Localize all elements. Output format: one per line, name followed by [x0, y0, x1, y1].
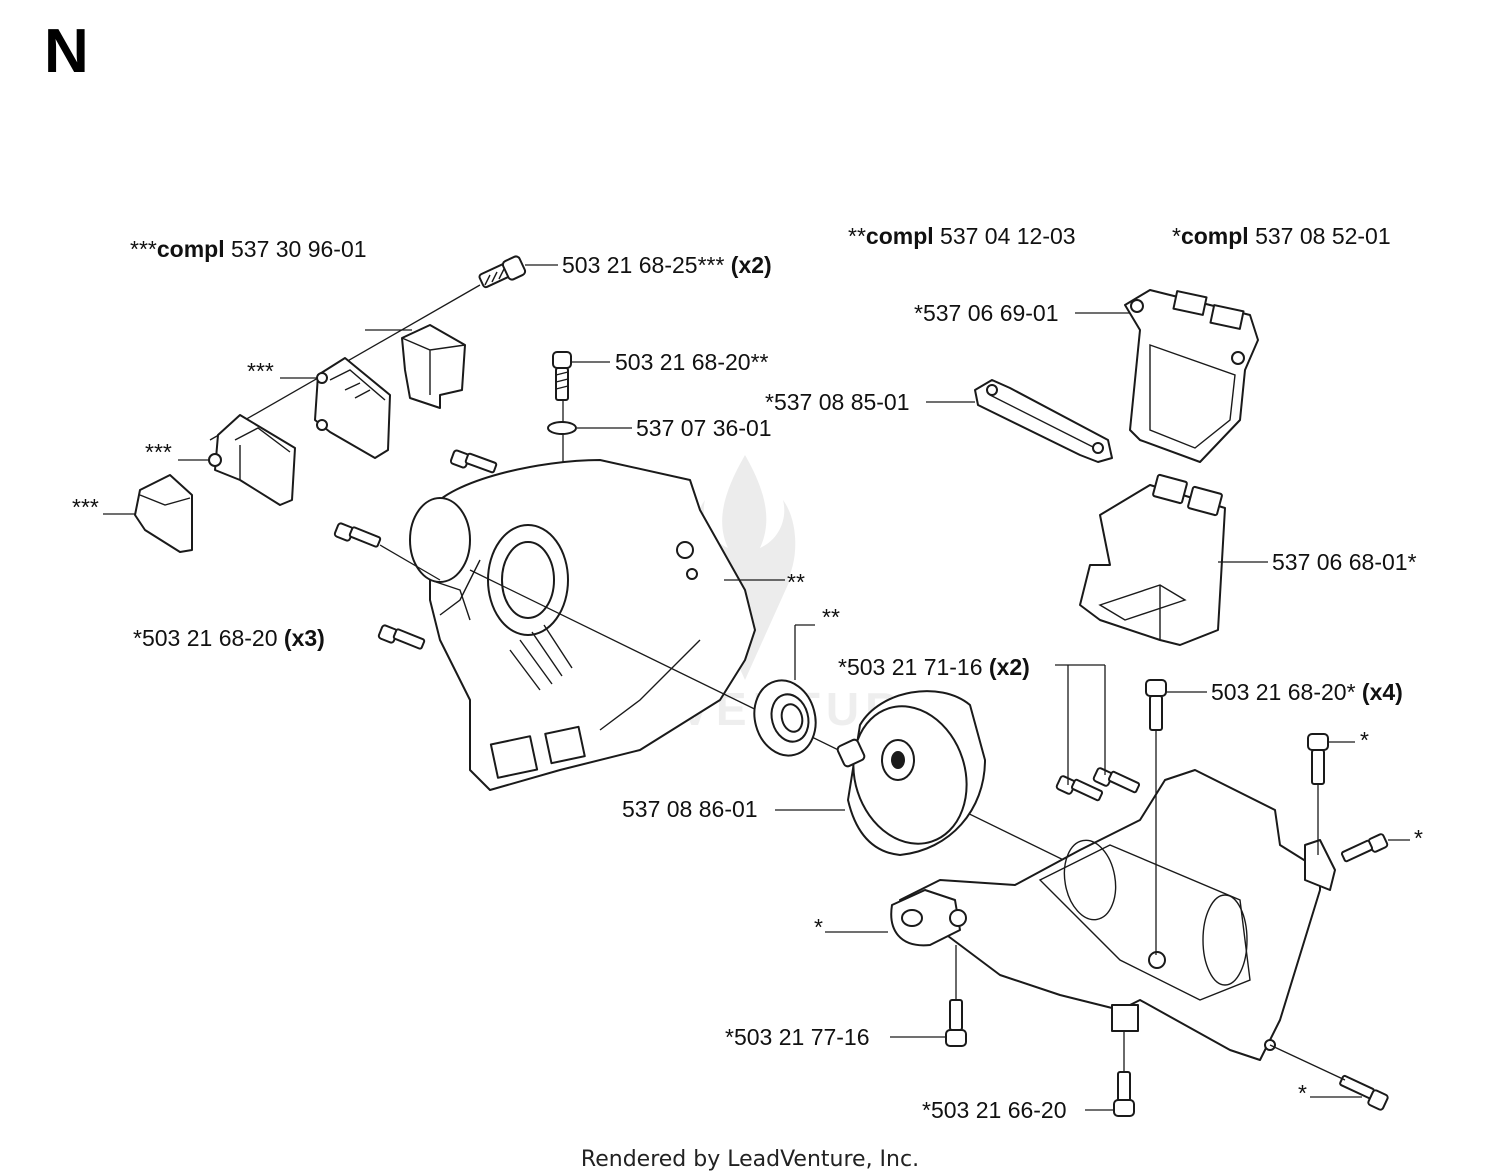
part-crankcase	[890, 769, 1336, 1061]
marker-label: *	[1298, 1080, 1307, 1106]
marker-label: *	[814, 914, 823, 940]
part-screw-left-1	[449, 449, 498, 474]
part-screw-left-3	[377, 624, 426, 650]
part-callout-x3: *503 21 68-20 (x3)	[133, 625, 325, 651]
part-callout: 537 07 36-01	[636, 415, 772, 441]
part-ring	[547, 421, 577, 435]
footer-credit: Rendered by LeadVenture, Inc.	[581, 1147, 919, 1172]
part-gasket-small	[974, 379, 1113, 463]
part-screw-vertical	[552, 351, 572, 401]
part-clamp-bracket	[314, 357, 391, 459]
part-screw-x4	[1145, 679, 1167, 731]
part-screw-bottom-1	[945, 999, 967, 1047]
part-screw-x2-a	[1055, 775, 1104, 802]
part-callout: 503 21 68-20**	[615, 349, 769, 375]
part-bearing	[753, 679, 817, 757]
part-cylinder-housing	[409, 459, 756, 791]
part-screw-right-side	[1340, 833, 1389, 863]
marker-label: ***	[72, 494, 99, 520]
part-screw-left-2	[333, 522, 382, 548]
part-gasket-large	[1124, 289, 1259, 463]
marker-label: *	[1414, 825, 1423, 851]
part-screw-top-left	[478, 255, 527, 289]
part-callout: *537 08 85-01	[765, 389, 910, 415]
assembly-label-2: **compl 537 04 12-03	[848, 223, 1076, 249]
part-callout: 537 08 86-01	[622, 796, 758, 822]
part-callout: 537 06 68-01*	[1272, 549, 1417, 575]
part-screw-bottom-right	[1339, 1074, 1389, 1111]
leader-line	[1269, 1044, 1346, 1081]
part-screw-bottom-2	[1113, 1071, 1135, 1117]
leader-line	[379, 544, 441, 581]
part-callout: *503 21 77-16	[725, 1024, 870, 1050]
assembly-label-1: ***compl 537 30 96-01	[130, 236, 367, 262]
assembly-label-3: *compl 537 08 52-01	[1172, 223, 1391, 249]
part-clamp-half-top	[401, 324, 466, 409]
part-callout-x4: 503 21 68-20* (x4)	[1211, 679, 1403, 705]
part-screw-right-vertical	[1307, 733, 1329, 785]
marker-label: *	[1360, 727, 1369, 753]
part-screw-x2-b	[1092, 767, 1141, 794]
part-callout-x2-top: 503 21 68-25*** (x2)	[562, 252, 772, 278]
part-hub-cover	[836, 690, 986, 856]
part-clamp-housing	[208, 414, 296, 506]
part-intake-housing	[1079, 473, 1226, 646]
marker-label: **	[822, 604, 840, 630]
marker-label: ***	[247, 358, 274, 384]
marker-label: ***	[145, 439, 172, 465]
part-clamp-half-bottom	[134, 474, 193, 553]
marker-label: **	[787, 569, 805, 595]
part-callout-x2-mid: *503 21 71-16 (x2)	[838, 654, 1030, 680]
part-callout: *503 21 66-20	[922, 1097, 1067, 1123]
part-callout: *537 06 69-01	[914, 300, 1059, 326]
section-letter: N	[44, 17, 89, 86]
